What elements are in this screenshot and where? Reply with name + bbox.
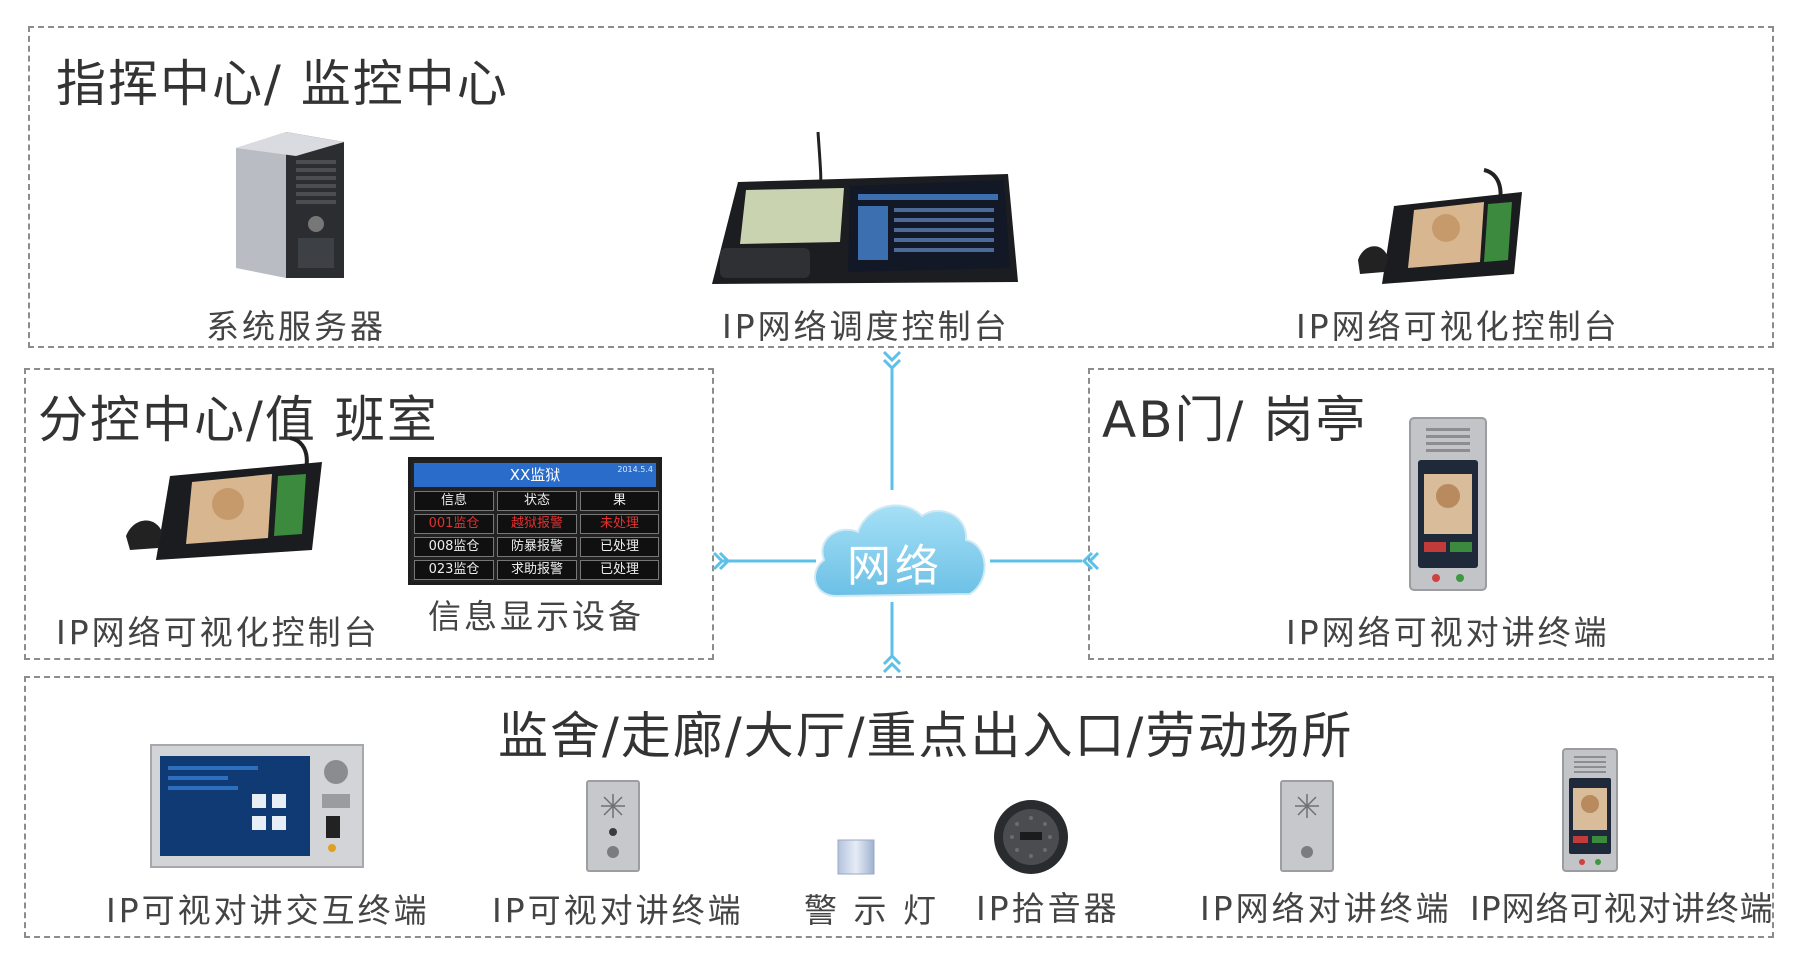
display-date: 2014.5.4	[617, 465, 653, 474]
zone-title-command: 指挥中心/ 监控中心	[56, 55, 509, 113]
display-cell: 001监仓	[414, 514, 494, 534]
video-console-icon	[126, 436, 322, 560]
gate-intercom-label: IP网络可视对讲终端	[1286, 613, 1610, 652]
display-header-cell: 信息	[414, 491, 494, 511]
display-cell: 已处理	[580, 537, 659, 557]
info-display-label: 信息显示设备	[428, 597, 644, 636]
video-intercom-icon	[1562, 748, 1618, 872]
zone-title-field: 监舍/走廊/大厅/重点出入口/劳动场所	[498, 707, 1354, 765]
zone-command-center	[28, 26, 1774, 348]
microphone-pickup-icon	[994, 800, 1068, 874]
network-video-intercom-label: IP网络可视对讲终端	[1470, 889, 1774, 928]
server-label: 系统服务器	[206, 307, 386, 346]
display-header-cell: 果	[580, 491, 659, 511]
zone-branch-center	[24, 368, 714, 660]
display-cell: 未处理	[580, 514, 659, 534]
zone-field	[24, 676, 1774, 938]
tower-server-icon	[236, 132, 344, 278]
zone-gate	[1088, 368, 1774, 660]
display-cell: 求助报警	[497, 560, 577, 580]
dispatch-console-icon	[712, 131, 1018, 284]
display-header-cell: 状态	[497, 491, 577, 511]
info-display-screen: XX监狱 2014.5.4 信息 状态 果 001监仓 越狱报警 未处理 008…	[408, 457, 662, 585]
warning-light-label: 警 示 灯	[804, 891, 939, 930]
video-console-icon	[1358, 168, 1522, 284]
warning-light-icon	[837, 839, 875, 875]
visual-console-top-label: IP网络可视化控制台	[1296, 307, 1620, 346]
interactive-panel-icon	[150, 744, 364, 868]
display-cell: 008监仓	[414, 537, 494, 557]
intercom-panel-icon	[586, 780, 640, 872]
network-label: 网络	[847, 541, 943, 592]
video-intercom-icon	[1409, 417, 1487, 591]
visual-intercom-label: IP可视对讲终端	[492, 891, 744, 930]
pickup-label: IP拾音器	[976, 889, 1120, 928]
intercom-panel-icon	[1280, 780, 1334, 872]
display-cell: 已处理	[580, 560, 659, 580]
zone-title-branch: 分控中心/值 班室	[38, 391, 439, 449]
interactive-terminal-label: IP可视对讲交互终端	[106, 891, 430, 930]
zone-title-gate: AB门/ 岗亭	[1102, 391, 1368, 449]
display-cell: 防暴报警	[497, 537, 577, 557]
display-cell: 越狱报警	[497, 514, 577, 534]
dispatch-console-label: IP网络调度控制台	[722, 307, 1010, 346]
visual-console-branch-label: IP网络可视化控制台	[56, 613, 380, 652]
display-cell: 023监仓	[414, 560, 494, 580]
display-title: XX监狱	[414, 463, 656, 487]
network-cloud-icon	[814, 504, 986, 598]
network-connectors	[712, 350, 1100, 674]
network-intercom-label: IP网络对讲终端	[1200, 889, 1452, 928]
